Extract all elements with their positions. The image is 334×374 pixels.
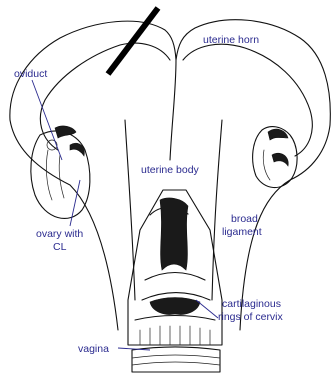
label-ovary-line1: ovary with [36,228,83,240]
label-cervix-line1: cartilaginous [222,298,281,310]
label-cervix-line2: rings of cervix [218,311,284,323]
label-uterine-horn: uterine horn [203,34,259,46]
label-oviduct: oviduct [14,68,47,80]
label-broad-line1: broad [231,213,258,225]
cervix-opened [128,190,222,372]
right-ovary [253,127,297,188]
label-ovary-line2: CL [53,241,67,253]
pointer-bar [108,8,158,74]
left-ovary [31,126,90,219]
label-broad-line2: ligament [222,226,262,238]
label-uterine-body: uterine body [141,164,200,176]
label-vagina: vagina [78,343,109,355]
